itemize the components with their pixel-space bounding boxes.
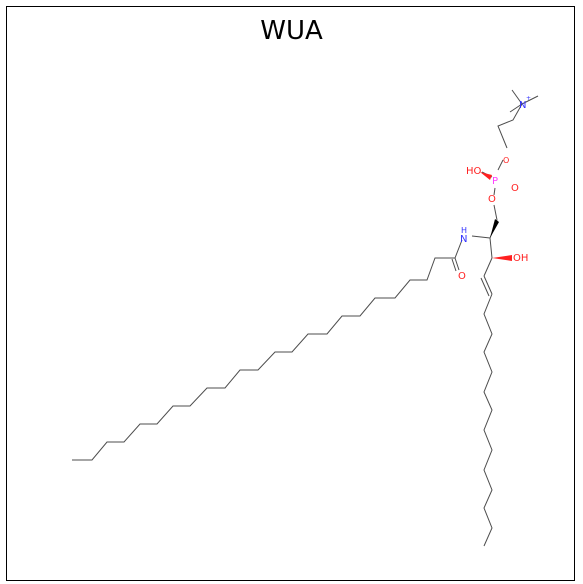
bonds	[72, 89, 539, 547]
o-c1-bond	[493, 204, 498, 221]
amide-nitrogen: N	[460, 234, 467, 245]
phosphorus-atom: P	[492, 176, 498, 187]
wedge-bond-oh	[492, 255, 512, 261]
diagram-frame	[6, 6, 575, 581]
choline-chain	[497, 103, 523, 149]
double-bond-oxygen: O	[511, 183, 519, 194]
p-o-bond	[493, 187, 496, 196]
sphingosine-chain	[483, 293, 493, 547]
c3-c4-bond	[483, 257, 493, 277]
hydroxyl-ho-label: HO	[466, 166, 482, 177]
methyl-bond-2	[521, 95, 539, 105]
o-p-bond	[497, 159, 504, 171]
amide-oxygen: O	[458, 271, 466, 282]
ether-oxygen-1: O	[503, 156, 509, 165]
diagram-title: WUA	[260, 16, 323, 46]
methyl-bond-1	[511, 89, 523, 105]
carbonyl-bond-2	[451, 258, 457, 272]
acyl-chain	[72, 239, 463, 461]
ether-oxygen-2: O	[488, 194, 496, 205]
n-plus-atom: N	[519, 100, 526, 111]
carbonyl-bond	[454, 257, 460, 271]
amide-hydrogen: H	[461, 226, 467, 235]
c2-c3-bond	[489, 237, 493, 259]
methyl-bond-3	[509, 103, 523, 113]
n-plus-charge: +	[526, 95, 531, 102]
trans-double-bond	[483, 275, 493, 295]
wedge-bond-ho	[480, 172, 492, 180]
trans-double-bond-2	[480, 277, 490, 297]
wedge-bond-c2	[490, 219, 499, 238]
hydroxyl-oh-label: OH	[513, 253, 528, 264]
c2-n-bond	[471, 235, 491, 239]
